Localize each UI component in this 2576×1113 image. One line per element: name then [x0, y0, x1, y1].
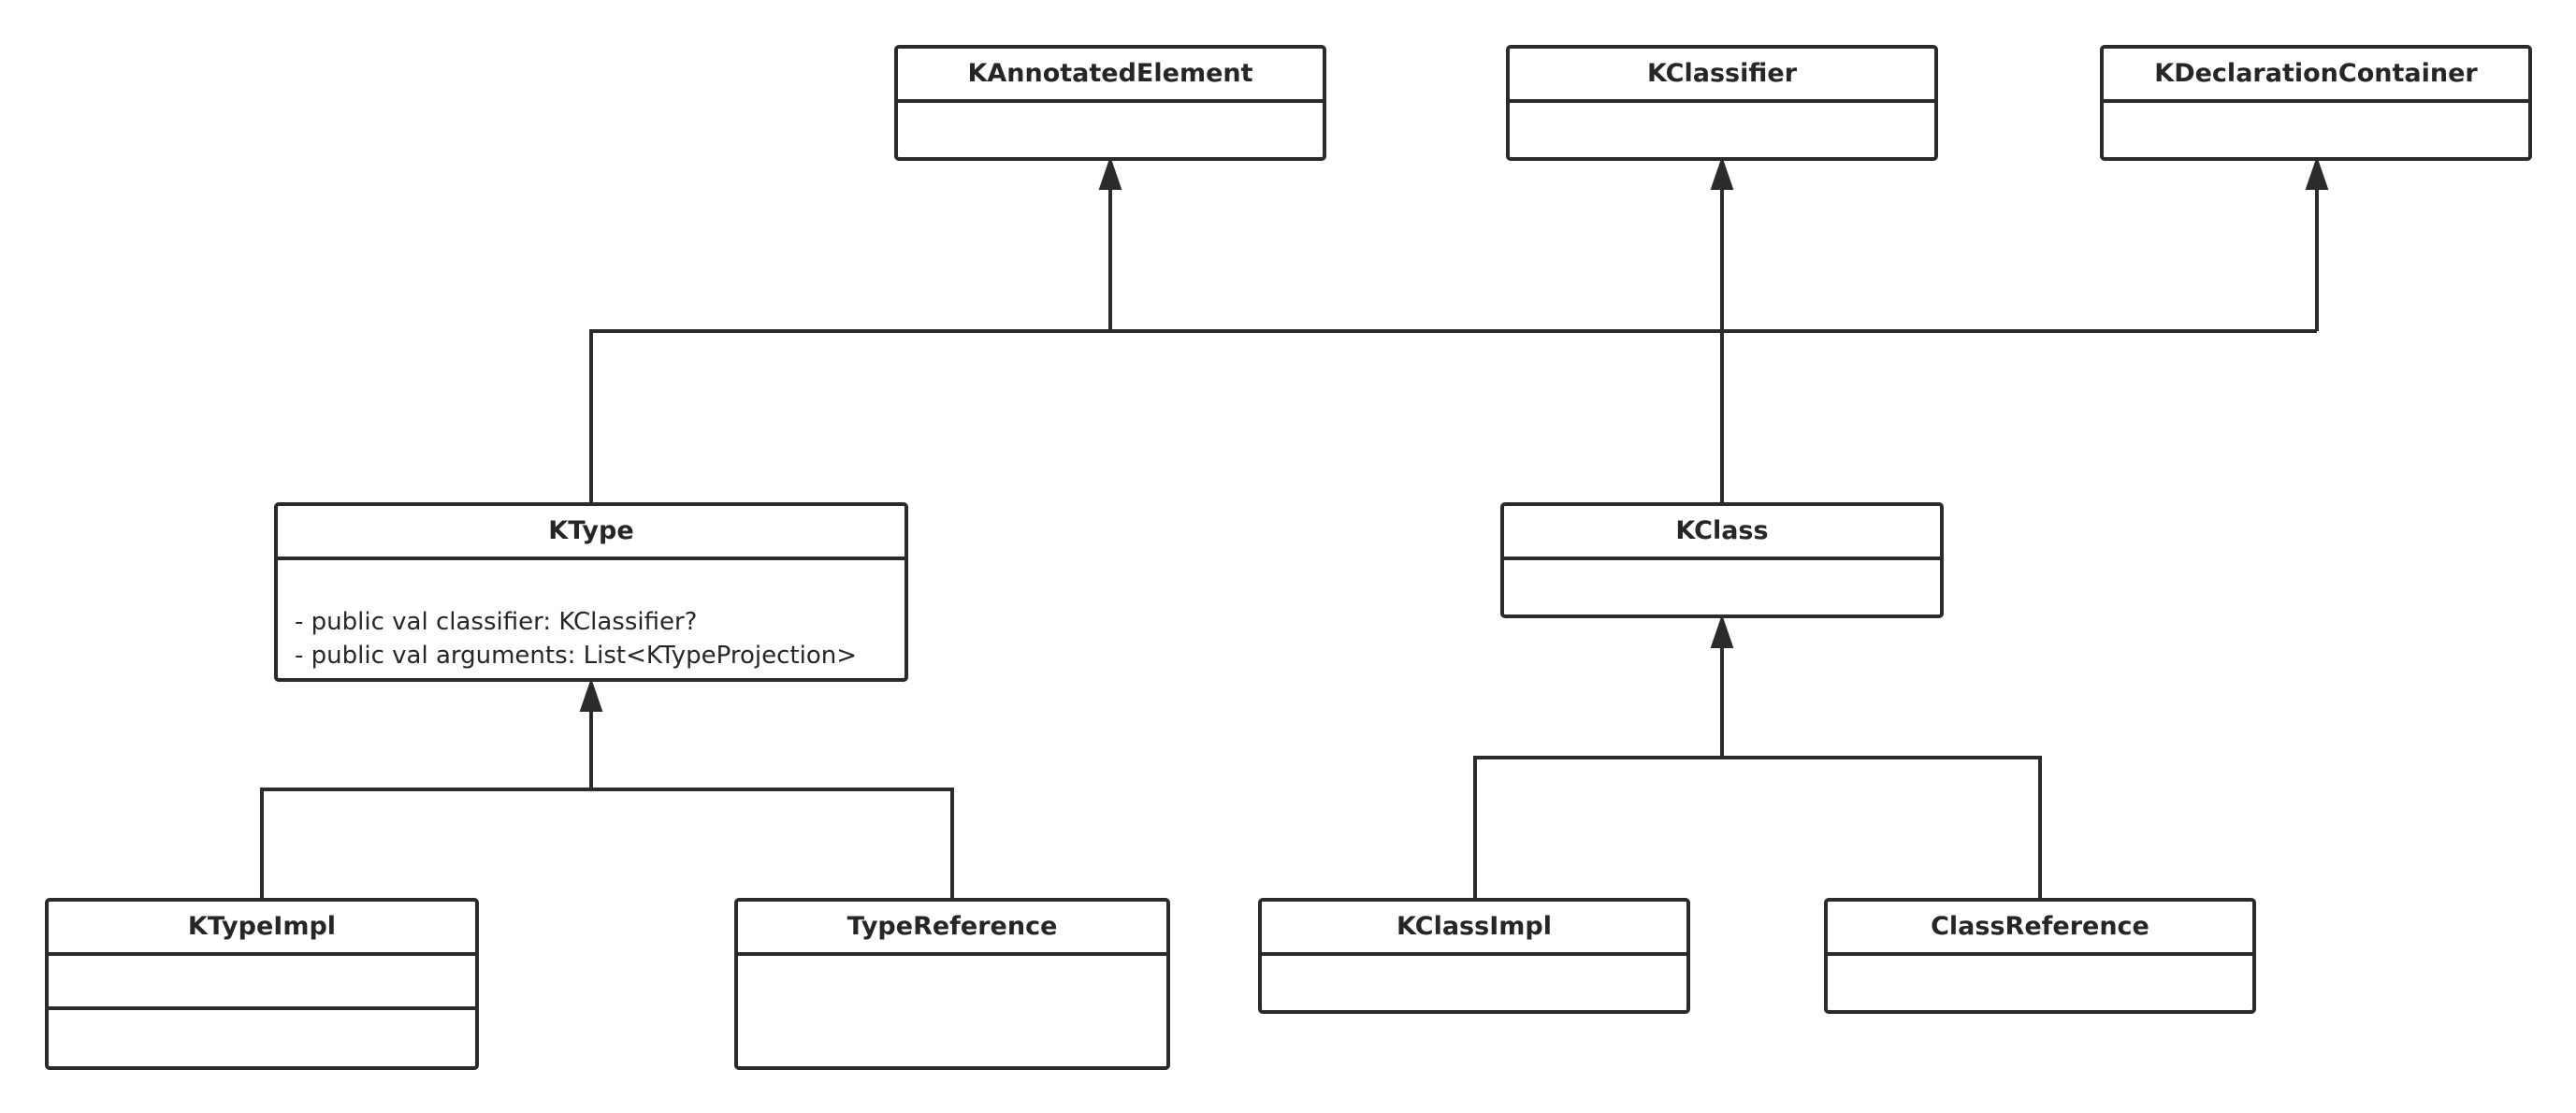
class-body	[1504, 560, 1940, 614]
class-name: KClassifier	[1510, 49, 1934, 103]
class-name: ClassReference	[1828, 902, 2252, 956]
class-kclass-impl[interactable]: KClassImpl	[1258, 898, 1690, 1014]
class-name: TypeReference	[738, 902, 1166, 956]
class-name: KAnnotatedElement	[898, 49, 1323, 103]
class-name: KDeclarationContainer	[2104, 49, 2528, 103]
arrowhead-kclass	[1710, 614, 1734, 648]
arrowhead-ktype	[579, 677, 603, 712]
class-name: KType	[278, 506, 904, 560]
connector-ktype-to-interfaces	[589, 329, 2317, 505]
attribute-arguments: - public val arguments: List<KTypeProjec…	[295, 642, 857, 670]
connector-ktype-children-bar	[260, 788, 954, 900]
class-type-reference[interactable]: TypeReference	[734, 898, 1170, 1070]
class-body	[738, 956, 1166, 1066]
arrowhead-kdeclaration-container	[2305, 155, 2329, 190]
attribute-list: - public val classifier: KClassifier? - …	[278, 560, 904, 678]
class-body	[2104, 103, 2528, 157]
class-kannotated-element[interactable]: KAnnotatedElement	[894, 45, 1326, 161]
class-ktype-impl[interactable]: KTypeImpl	[45, 898, 479, 1070]
attribute-classifier: - public val classifier: KClassifier?	[295, 608, 698, 636]
connector-kclass-children-bar	[1473, 756, 2042, 900]
arrowhead-kclassifier	[1710, 155, 1734, 190]
arrowhead-kannotated-element	[1098, 155, 1122, 190]
class-body	[1510, 103, 1934, 157]
class-body	[1828, 956, 2252, 1010]
class-ktype[interactable]: KType - public val classifier: KClassifi…	[274, 502, 908, 682]
method-compartment	[49, 1010, 475, 1066]
class-name: KClassImpl	[1262, 902, 1686, 956]
class-kclassifier[interactable]: KClassifier	[1506, 45, 1938, 161]
class-body	[1262, 956, 1686, 1010]
class-body	[898, 103, 1323, 157]
class-name: KClass	[1504, 506, 1940, 560]
attribute-compartment	[49, 956, 475, 1010]
class-name: KTypeImpl	[49, 902, 475, 956]
class-kclass[interactable]: KClass	[1500, 502, 1944, 618]
class-kdeclaration-container[interactable]: KDeclarationContainer	[2100, 45, 2532, 161]
class-class-reference[interactable]: ClassReference	[1824, 898, 2256, 1014]
